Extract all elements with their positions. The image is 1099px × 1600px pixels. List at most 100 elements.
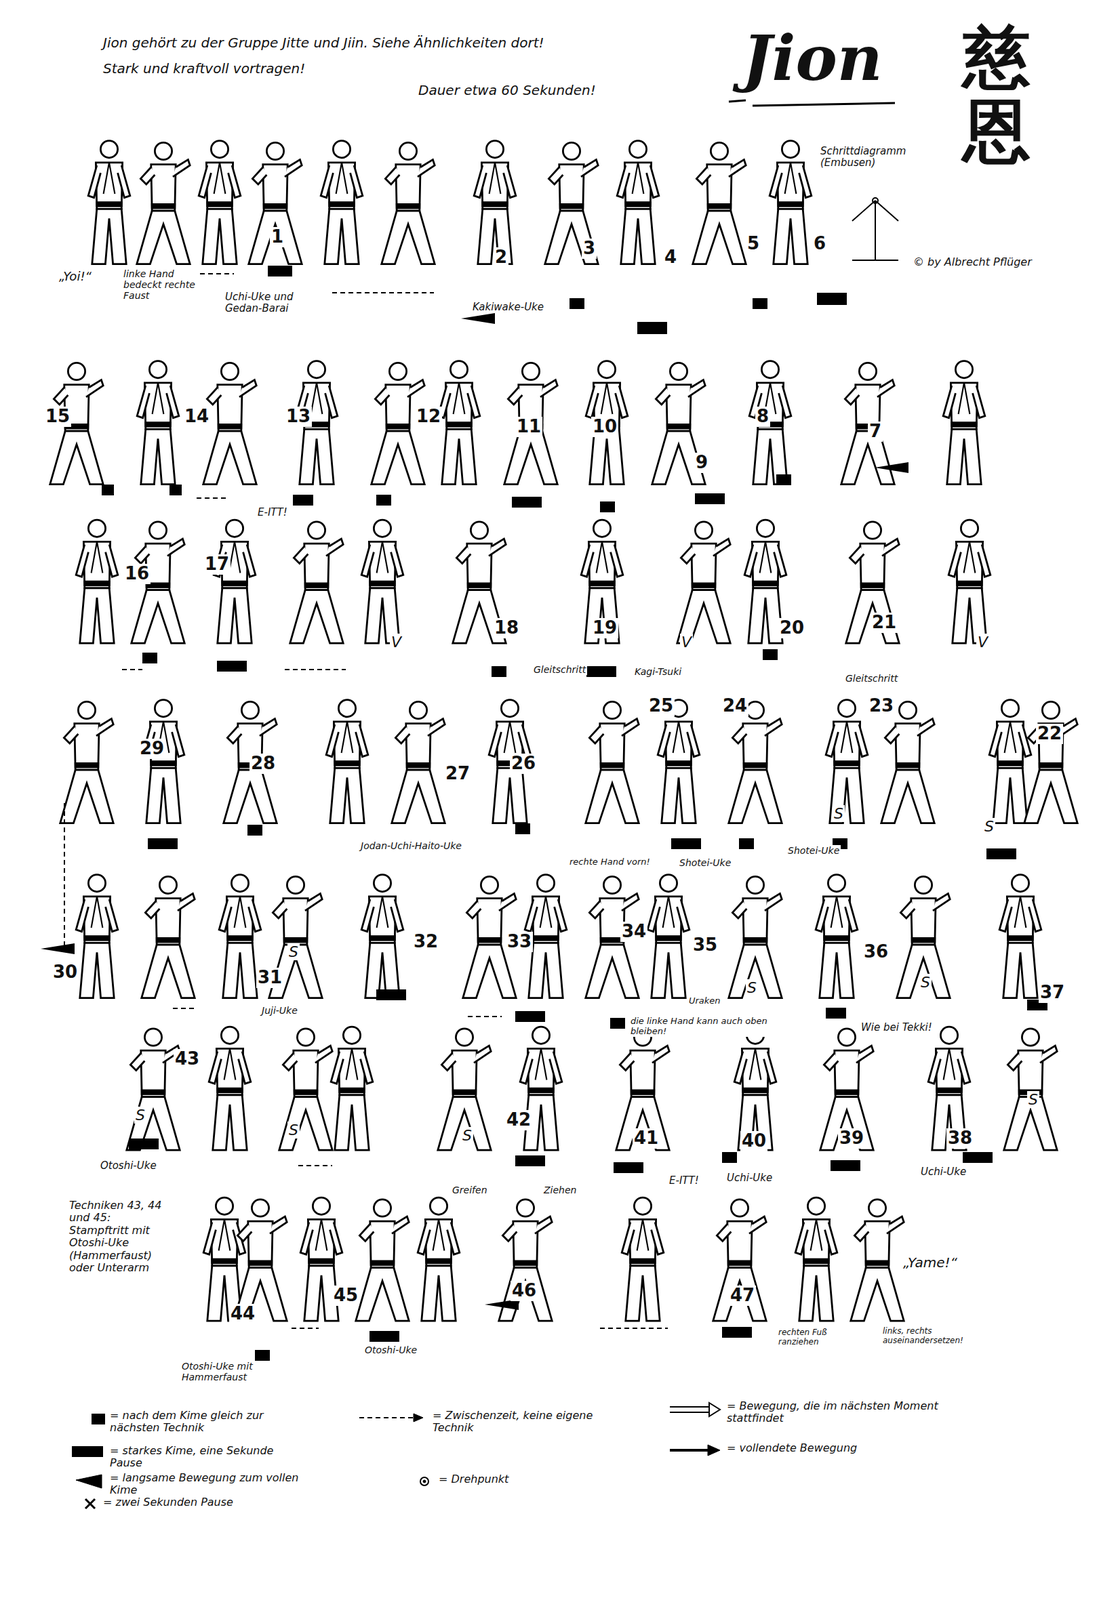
annotation: Uchi-Uke xyxy=(919,1166,968,1179)
figure-part xyxy=(437,1029,491,1151)
annotation: Jion gehört zu der Gruppe Jitte und Jiin… xyxy=(101,35,546,51)
step-number: 8 xyxy=(755,406,771,428)
figure-part xyxy=(491,666,507,678)
annotation: Juji-Uke xyxy=(260,1005,299,1017)
figure-part xyxy=(825,700,868,824)
annotation: Schrittdiagramm (Embusen) xyxy=(818,145,917,170)
figure-part xyxy=(569,298,585,310)
step-number: 29 xyxy=(138,738,166,760)
annotation: Stark und kraftvoll vortragen! xyxy=(101,61,307,77)
kata-title: Jion xyxy=(742,27,883,90)
figure-part xyxy=(359,1417,414,1420)
figure-part xyxy=(677,522,731,644)
figure-part xyxy=(88,141,131,265)
step-number: 31 xyxy=(256,968,284,989)
step-number: 13 xyxy=(284,406,312,428)
legend-text: = zwei Sekunden Pause xyxy=(101,1496,295,1510)
step-number: 5 xyxy=(745,233,761,255)
annotation: „Yame!“ xyxy=(901,1255,959,1272)
figure-part xyxy=(825,1008,847,1019)
step-number: 14 xyxy=(183,406,211,428)
step-number: 19 xyxy=(591,618,619,639)
annotation: S xyxy=(287,1122,300,1140)
figure-part xyxy=(40,265,1048,1362)
figure-part xyxy=(142,700,185,824)
figure-part xyxy=(330,1027,373,1151)
annotation: V xyxy=(680,633,693,651)
figure-part xyxy=(999,875,1042,999)
figure-part xyxy=(545,142,598,264)
figure-part xyxy=(63,803,66,950)
figure-part xyxy=(850,1200,904,1322)
annotation: S xyxy=(1027,1091,1040,1109)
figure-part xyxy=(820,1029,874,1151)
figure-part xyxy=(795,1197,838,1322)
figure-part xyxy=(515,1011,546,1023)
annotation: V xyxy=(389,633,403,651)
figure-part xyxy=(423,1480,426,1484)
step-number: 23 xyxy=(867,696,895,717)
figure-part xyxy=(142,652,158,664)
figure-part xyxy=(520,1027,563,1151)
figure-part xyxy=(198,141,241,265)
figure-part xyxy=(203,362,257,485)
figure-part xyxy=(361,875,404,999)
annotation: Ziehen xyxy=(542,1185,578,1196)
figure-part xyxy=(713,1200,767,1322)
figure-part xyxy=(391,701,445,824)
annotation: links, rechts auseinandersetzen! xyxy=(881,1327,959,1347)
annotation: linke Hand bedeckt rechte Faust xyxy=(122,268,200,302)
step-number: 44 xyxy=(229,1304,257,1325)
figure-part xyxy=(943,361,986,485)
annotation: Otoshi-Uke mit Hammerfaust xyxy=(180,1361,258,1384)
figure-part xyxy=(752,298,768,310)
figure-part xyxy=(749,361,792,485)
legend-text: = vollendete Bewegung xyxy=(725,1442,932,1455)
figure-part xyxy=(290,522,344,644)
figure-part xyxy=(254,1350,270,1362)
figure-part xyxy=(669,1407,710,1413)
figure-part xyxy=(223,701,277,824)
annotation: Wie bei Tekki! xyxy=(859,1022,934,1034)
annotation: S xyxy=(919,974,932,992)
figure-part xyxy=(218,875,262,999)
figure-part xyxy=(722,1327,752,1339)
figure-part xyxy=(728,701,782,824)
step-number: 42 xyxy=(505,1110,533,1131)
figure-part xyxy=(874,462,909,474)
step-number: 12 xyxy=(414,406,443,428)
figure-part xyxy=(172,1008,197,1010)
figure-part xyxy=(846,522,899,644)
annotation: © by Albrecht Pflüger xyxy=(911,256,1034,269)
figure-part xyxy=(728,100,895,106)
figure-part xyxy=(136,142,190,264)
figure-part xyxy=(85,1499,95,1510)
figure-part xyxy=(122,669,143,671)
step-number: 47 xyxy=(728,1286,756,1307)
annotation: Shotei-Uke xyxy=(786,845,841,857)
annotation: Greifen xyxy=(450,1185,489,1196)
figure-part xyxy=(989,700,1032,824)
step-number: 27 xyxy=(444,764,472,785)
step-number: 10 xyxy=(591,416,619,438)
figure-part xyxy=(196,497,228,499)
figure-part xyxy=(200,273,234,275)
figure-part xyxy=(616,141,659,265)
annotation: Gleitschritt xyxy=(532,664,588,676)
annotation: S xyxy=(287,943,300,961)
figure-part xyxy=(75,875,118,999)
step-number: 38 xyxy=(946,1128,974,1150)
annotation: Otoshi-Uke xyxy=(363,1345,419,1356)
annotation: S xyxy=(983,818,996,836)
annotation: Kakiwake-Uke xyxy=(471,301,546,314)
step-number: 39 xyxy=(837,1128,866,1150)
figure-part xyxy=(986,848,1017,860)
figure-part xyxy=(707,1445,721,1457)
figure-part xyxy=(722,1152,737,1164)
figure-part xyxy=(332,292,434,294)
step-number: 7 xyxy=(867,421,883,443)
figure-part xyxy=(762,649,778,661)
figure-part xyxy=(292,494,314,506)
figure-part xyxy=(473,141,516,265)
figure-part xyxy=(75,1403,721,1510)
